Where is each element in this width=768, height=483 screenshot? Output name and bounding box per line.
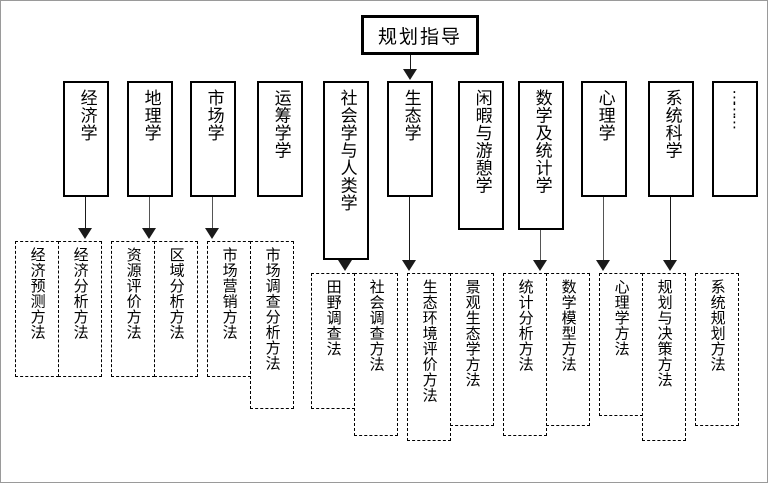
arrowhead-ecology: [402, 260, 416, 271]
method-box-psychology-method[interactable]: 心理学方法: [599, 273, 643, 416]
arrowhead-geography: [142, 228, 156, 239]
method-label-econ-analysis: 经济分析方法: [71, 247, 90, 340]
method-label-system-planning: 系统规划方法: [708, 279, 727, 372]
discipline-box-mathematics-statistics[interactable]: 数学及统计学: [518, 81, 564, 230]
discipline-label-marketing: 市场学: [203, 89, 224, 142]
discipline-label-ecology: 生态学: [400, 89, 421, 142]
connector-economics: [85, 197, 86, 228]
arrowhead-marketing: [205, 228, 219, 239]
method-label-eco-environment-eval: 生态环境评价方法: [420, 279, 439, 403]
method-label-resource-eval: 资源评价方法: [124, 247, 143, 340]
discipline-box-ellipsis[interactable]: ⋮⋮⋮: [712, 81, 758, 197]
method-label-market-survey: 市场调查分析方法: [263, 247, 282, 371]
method-label-math-model: 数学模型方法: [559, 279, 578, 372]
connector-psychology: [603, 197, 604, 260]
method-box-landscape-ecology[interactable]: 景观生态学方法: [450, 273, 494, 426]
discipline-label-leisure-recreation: 闲暇与游憩学: [471, 89, 492, 194]
arrowhead-psychology: [596, 260, 610, 271]
method-box-eco-environment-eval[interactable]: 生态环境评价方法: [407, 273, 451, 441]
method-label-market-promotion: 市场营销方法: [220, 247, 239, 340]
method-box-econ-forecast[interactable]: 经济预测方法: [15, 241, 59, 377]
method-box-planning-decision[interactable]: 规划与决策方法: [642, 273, 686, 441]
method-box-resource-eval[interactable]: 资源评价方法: [111, 241, 155, 377]
method-box-system-planning[interactable]: 系统规划方法: [695, 273, 739, 426]
discipline-box-economics[interactable]: 经济学: [63, 81, 109, 197]
method-label-psychology-method: 心理学方法: [612, 279, 631, 357]
discipline-box-leisure-recreation[interactable]: 闲暇与游憩学: [458, 81, 504, 230]
method-label-statistical-analysis: 统计分析方法: [516, 279, 535, 372]
arrowhead-sociology-anthropology: [338, 260, 352, 271]
discipline-label-mathematics-statistics: 数学及统计学: [531, 89, 552, 194]
arrowhead-root-to-ecology: [403, 69, 417, 80]
discipline-box-geography[interactable]: 地理学: [127, 81, 173, 197]
discipline-label-geography: 地理学: [140, 89, 161, 142]
connector-ecology: [409, 197, 410, 260]
method-label-social-survey: 社会调查方法: [367, 279, 386, 372]
root-box-planning-guidance[interactable]: 规划指导: [361, 15, 479, 55]
discipline-label-economics: 经济学: [76, 89, 97, 142]
method-box-statistical-analysis[interactable]: 统计分析方法: [503, 273, 547, 436]
connector-marketing: [212, 197, 213, 228]
arrowhead-systems-science: [663, 260, 677, 271]
root-box-label: 规划指导: [377, 25, 462, 48]
discipline-box-psychology[interactable]: 心理学: [581, 81, 627, 197]
connector-mathematics-statistics: [540, 230, 541, 260]
method-box-market-survey[interactable]: 市场调查分析方法: [250, 241, 294, 409]
discipline-label-sociology-anthropology: 社会学与人类学: [336, 89, 357, 212]
discipline-label-systems-science: 系统科学: [661, 89, 682, 159]
connector-systems-science: [670, 197, 671, 260]
method-label-landscape-ecology: 景观生态学方法: [463, 279, 482, 388]
method-box-market-promotion[interactable]: 市场营销方法: [207, 241, 251, 377]
method-box-social-survey[interactable]: 社会调查方法: [354, 273, 398, 436]
connector-root-to-ecology: [410, 55, 411, 71]
discipline-label-ellipsis: ⋮⋮⋮: [727, 88, 743, 131]
discipline-box-systems-science[interactable]: 系统科学: [648, 81, 694, 197]
discipline-label-operations-research: 运筹学学: [270, 89, 291, 159]
method-label-region-analysis: 区域分析方法: [167, 247, 186, 340]
method-box-econ-analysis[interactable]: 经济分析方法: [58, 241, 102, 377]
method-box-region-analysis[interactable]: 区域分析方法: [154, 241, 198, 377]
method-label-planning-decision: 规划与决策方法: [655, 279, 674, 388]
method-box-math-model[interactable]: 数学模型方法: [546, 273, 590, 426]
connector-geography: [149, 197, 150, 228]
arrowhead-mathematics-statistics: [533, 260, 547, 271]
discipline-box-ecology[interactable]: 生态学: [387, 81, 433, 197]
discipline-box-marketing[interactable]: 市场学: [190, 81, 236, 197]
discipline-box-operations-research[interactable]: 运筹学学: [257, 81, 303, 197]
discipline-box-sociology-anthropology[interactable]: 社会学与人类学: [323, 81, 369, 260]
method-label-econ-forecast: 经济预测方法: [28, 247, 47, 340]
arrowhead-economics: [78, 228, 92, 239]
method-box-field-survey[interactable]: 田野调查法: [311, 273, 355, 409]
method-label-field-survey: 田野调查法: [324, 279, 343, 357]
discipline-label-psychology: 心理学: [594, 89, 615, 142]
